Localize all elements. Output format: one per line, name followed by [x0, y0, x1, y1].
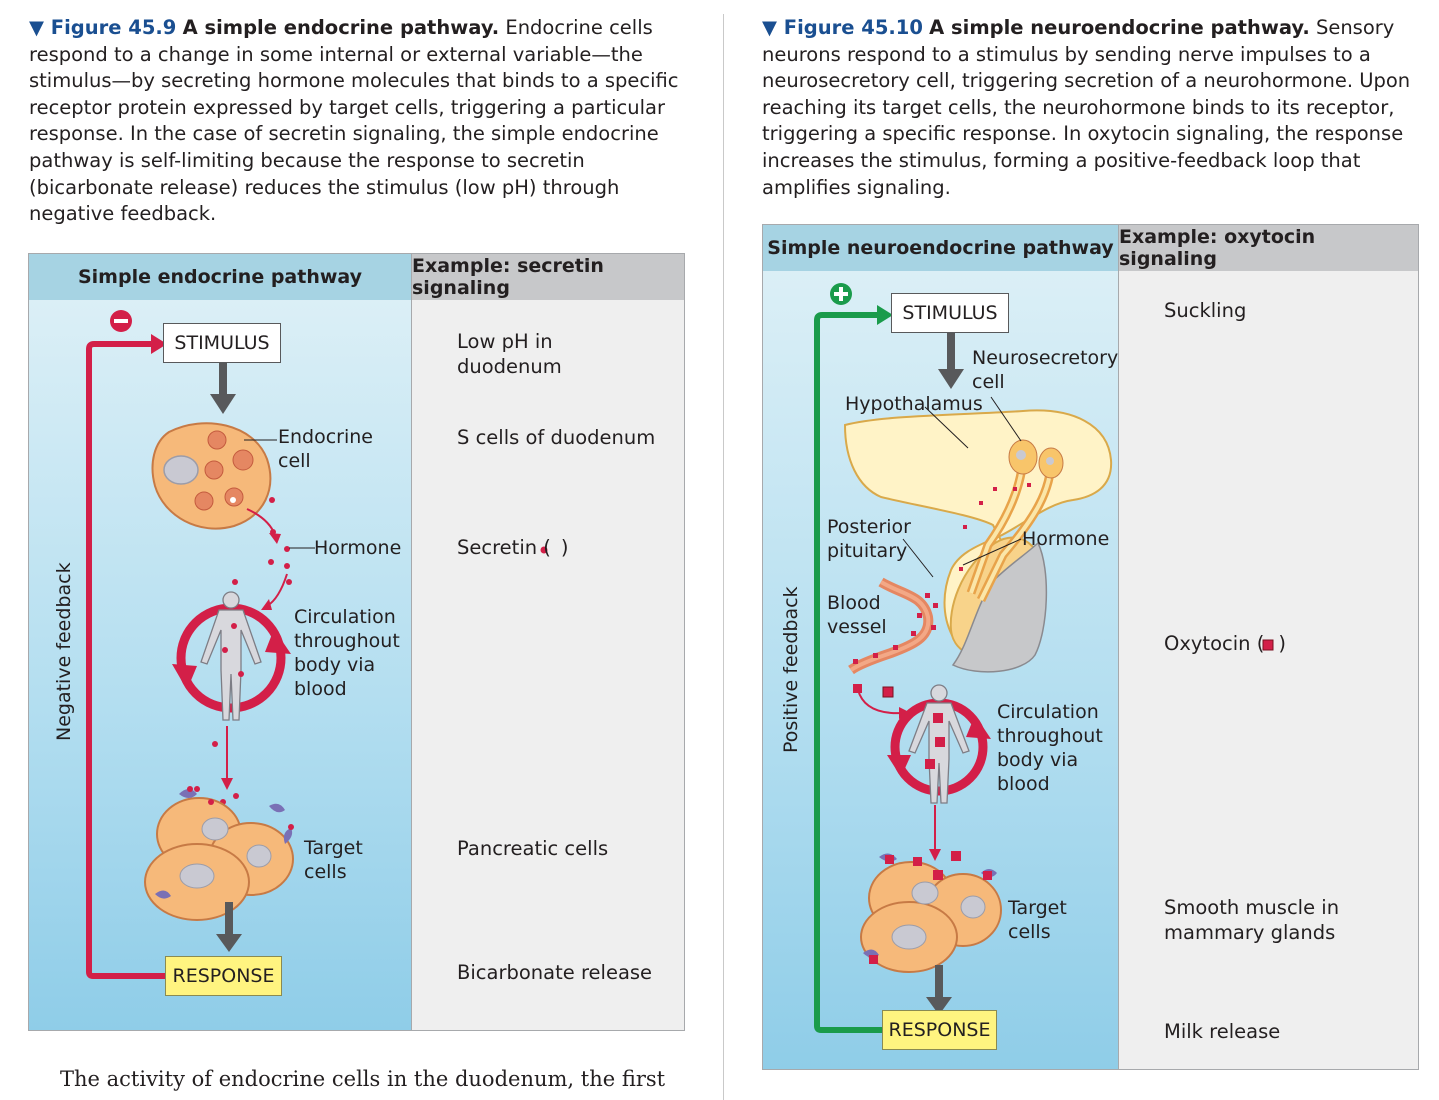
label-line: Circulation — [294, 606, 396, 628]
feedback-arrowhead — [151, 334, 167, 354]
figure-title: A simple endocrine pathway. — [182, 16, 500, 39]
figure-caption-body: Endocrine cells respond to a change in s… — [29, 16, 679, 226]
example-target: Pancreatic cells — [457, 837, 609, 860]
target-cells-label: Target cells — [1008, 896, 1067, 944]
label-line: duodenum — [457, 354, 562, 378]
example-column — [1118, 271, 1418, 1069]
label-text: Secretin ( — [457, 536, 551, 559]
oxytocin-square-icon — [1262, 639, 1274, 651]
example-target: Smooth muscle in mammary glands — [1164, 896, 1339, 945]
label-line: body via — [294, 654, 376, 676]
example-column-header: Example: oxytocin signaling — [1118, 225, 1418, 271]
stimulus-box: STIMULUS — [163, 323, 281, 363]
label-line: throughout — [997, 725, 1103, 747]
label-line: Posterior — [827, 516, 911, 538]
example-hormone: Secretin () — [457, 536, 569, 561]
secretin-dot-icon — [540, 546, 548, 554]
example-column-header: Example: secretin signaling — [411, 254, 684, 300]
label-line: Endocrine — [278, 426, 373, 448]
response-box: RESPONSE — [165, 956, 282, 996]
hypothalamus-label: Hypothalamus — [845, 393, 983, 415]
figure-caption-body: Sensory neurons respond to a stimulus by… — [762, 16, 1411, 199]
blood-vessel-label: Blood vessel — [827, 591, 887, 639]
response-box: RESPONSE — [882, 1010, 997, 1050]
example-cell: S cells of duodenum — [457, 426, 656, 449]
target-cells-label: Target cells — [304, 836, 363, 884]
endocrine-pathway-panel: Simple endocrine pathway Example: secret… — [28, 253, 685, 1031]
label-text: Oxytocin ( — [1164, 632, 1265, 655]
body-text-line: The activity of endocrine cells in the d… — [60, 1067, 666, 1091]
hormone-label: Hormone — [1022, 528, 1110, 550]
neuroendocrine-pathway-diagram — [814, 283, 1274, 1033]
figure-title: A simple neuroendocrine pathway. — [929, 16, 1310, 39]
label-line: Low pH in — [457, 330, 553, 353]
label-line: vessel — [827, 616, 887, 638]
circulation-label: Circulation throughout body via blood — [997, 700, 1103, 796]
example-hormone: Oxytocin () — [1164, 632, 1286, 657]
pathway-column-header: Simple neuroendocrine pathway — [763, 225, 1118, 271]
figure-number: ▼ Figure 45.9 — [29, 16, 177, 39]
example-response: Bicarbonate release — [457, 961, 653, 984]
circulation-label: Circulation throughout body via blood — [294, 605, 400, 701]
neuroendocrine-pathway-panel: Simple neuroendocrine pathway Example: o… — [762, 224, 1419, 1070]
label-line: Smooth muscle in — [1164, 896, 1340, 919]
figure-45-9-caption: ▼ Figure 45.9 A simple endocrine pathway… — [29, 15, 689, 228]
neurosecretory-cell-label: Neurosecretory cell — [972, 346, 1118, 394]
figure-number: ▼ Figure 45.10 — [762, 16, 923, 39]
positive-feedback-label: Positive feedback — [780, 586, 802, 753]
circulation-icon — [172, 591, 291, 721]
label-line: cells — [304, 861, 347, 883]
label-line: pituitary — [827, 540, 908, 562]
figure-45-10-caption: ▼ Figure 45.10 A simple neuroendocrine p… — [762, 15, 1422, 201]
example-stimulus: Suckling — [1164, 299, 1247, 322]
target-cells-icon — [860, 851, 1002, 973]
pathway-column-header: Simple endocrine pathway — [29, 254, 411, 300]
label-text: ) — [1278, 632, 1286, 655]
label-line: Circulation — [997, 701, 1099, 723]
endocrine-pathway-diagram — [86, 310, 548, 979]
circulation-icon — [887, 684, 991, 804]
stimulus-box: STIMULUS — [891, 293, 1009, 333]
label-line: cells — [1008, 921, 1051, 943]
label-line: throughout — [294, 630, 400, 652]
target-cells-icon — [144, 786, 294, 921]
example-column — [411, 300, 684, 1030]
label-text: ) — [560, 536, 569, 559]
feedback-arrowhead — [877, 305, 893, 325]
example-response: Milk release — [1164, 1020, 1281, 1043]
label-line: cell — [278, 450, 311, 472]
label-line: Target — [1008, 897, 1067, 919]
label-line: Target — [304, 837, 363, 859]
label-line: blood — [997, 773, 1050, 795]
label-line: mammary glands — [1164, 920, 1336, 944]
endocrine-cell-label: Endocrine cell — [278, 425, 373, 473]
endocrine-cell-icon — [151, 422, 277, 530]
negative-feedback-arrow — [86, 341, 165, 979]
label-line: cell — [972, 371, 1005, 393]
label-line: Blood — [827, 592, 881, 614]
posterior-pituitary-label: Posterior pituitary — [827, 515, 911, 563]
hypothalamus-pituitary-icon — [843, 396, 1113, 675]
label-line: body via — [997, 749, 1079, 771]
label-line: Neurosecretory — [972, 347, 1119, 369]
example-stimulus: Low pH in duodenum — [457, 330, 562, 379]
positive-feedback-arrow — [814, 312, 883, 1033]
hormone-label: Hormone — [314, 537, 402, 559]
negative-feedback-label: Negative feedback — [53, 562, 75, 741]
column-divider — [723, 14, 724, 1100]
label-line: blood — [294, 678, 347, 700]
